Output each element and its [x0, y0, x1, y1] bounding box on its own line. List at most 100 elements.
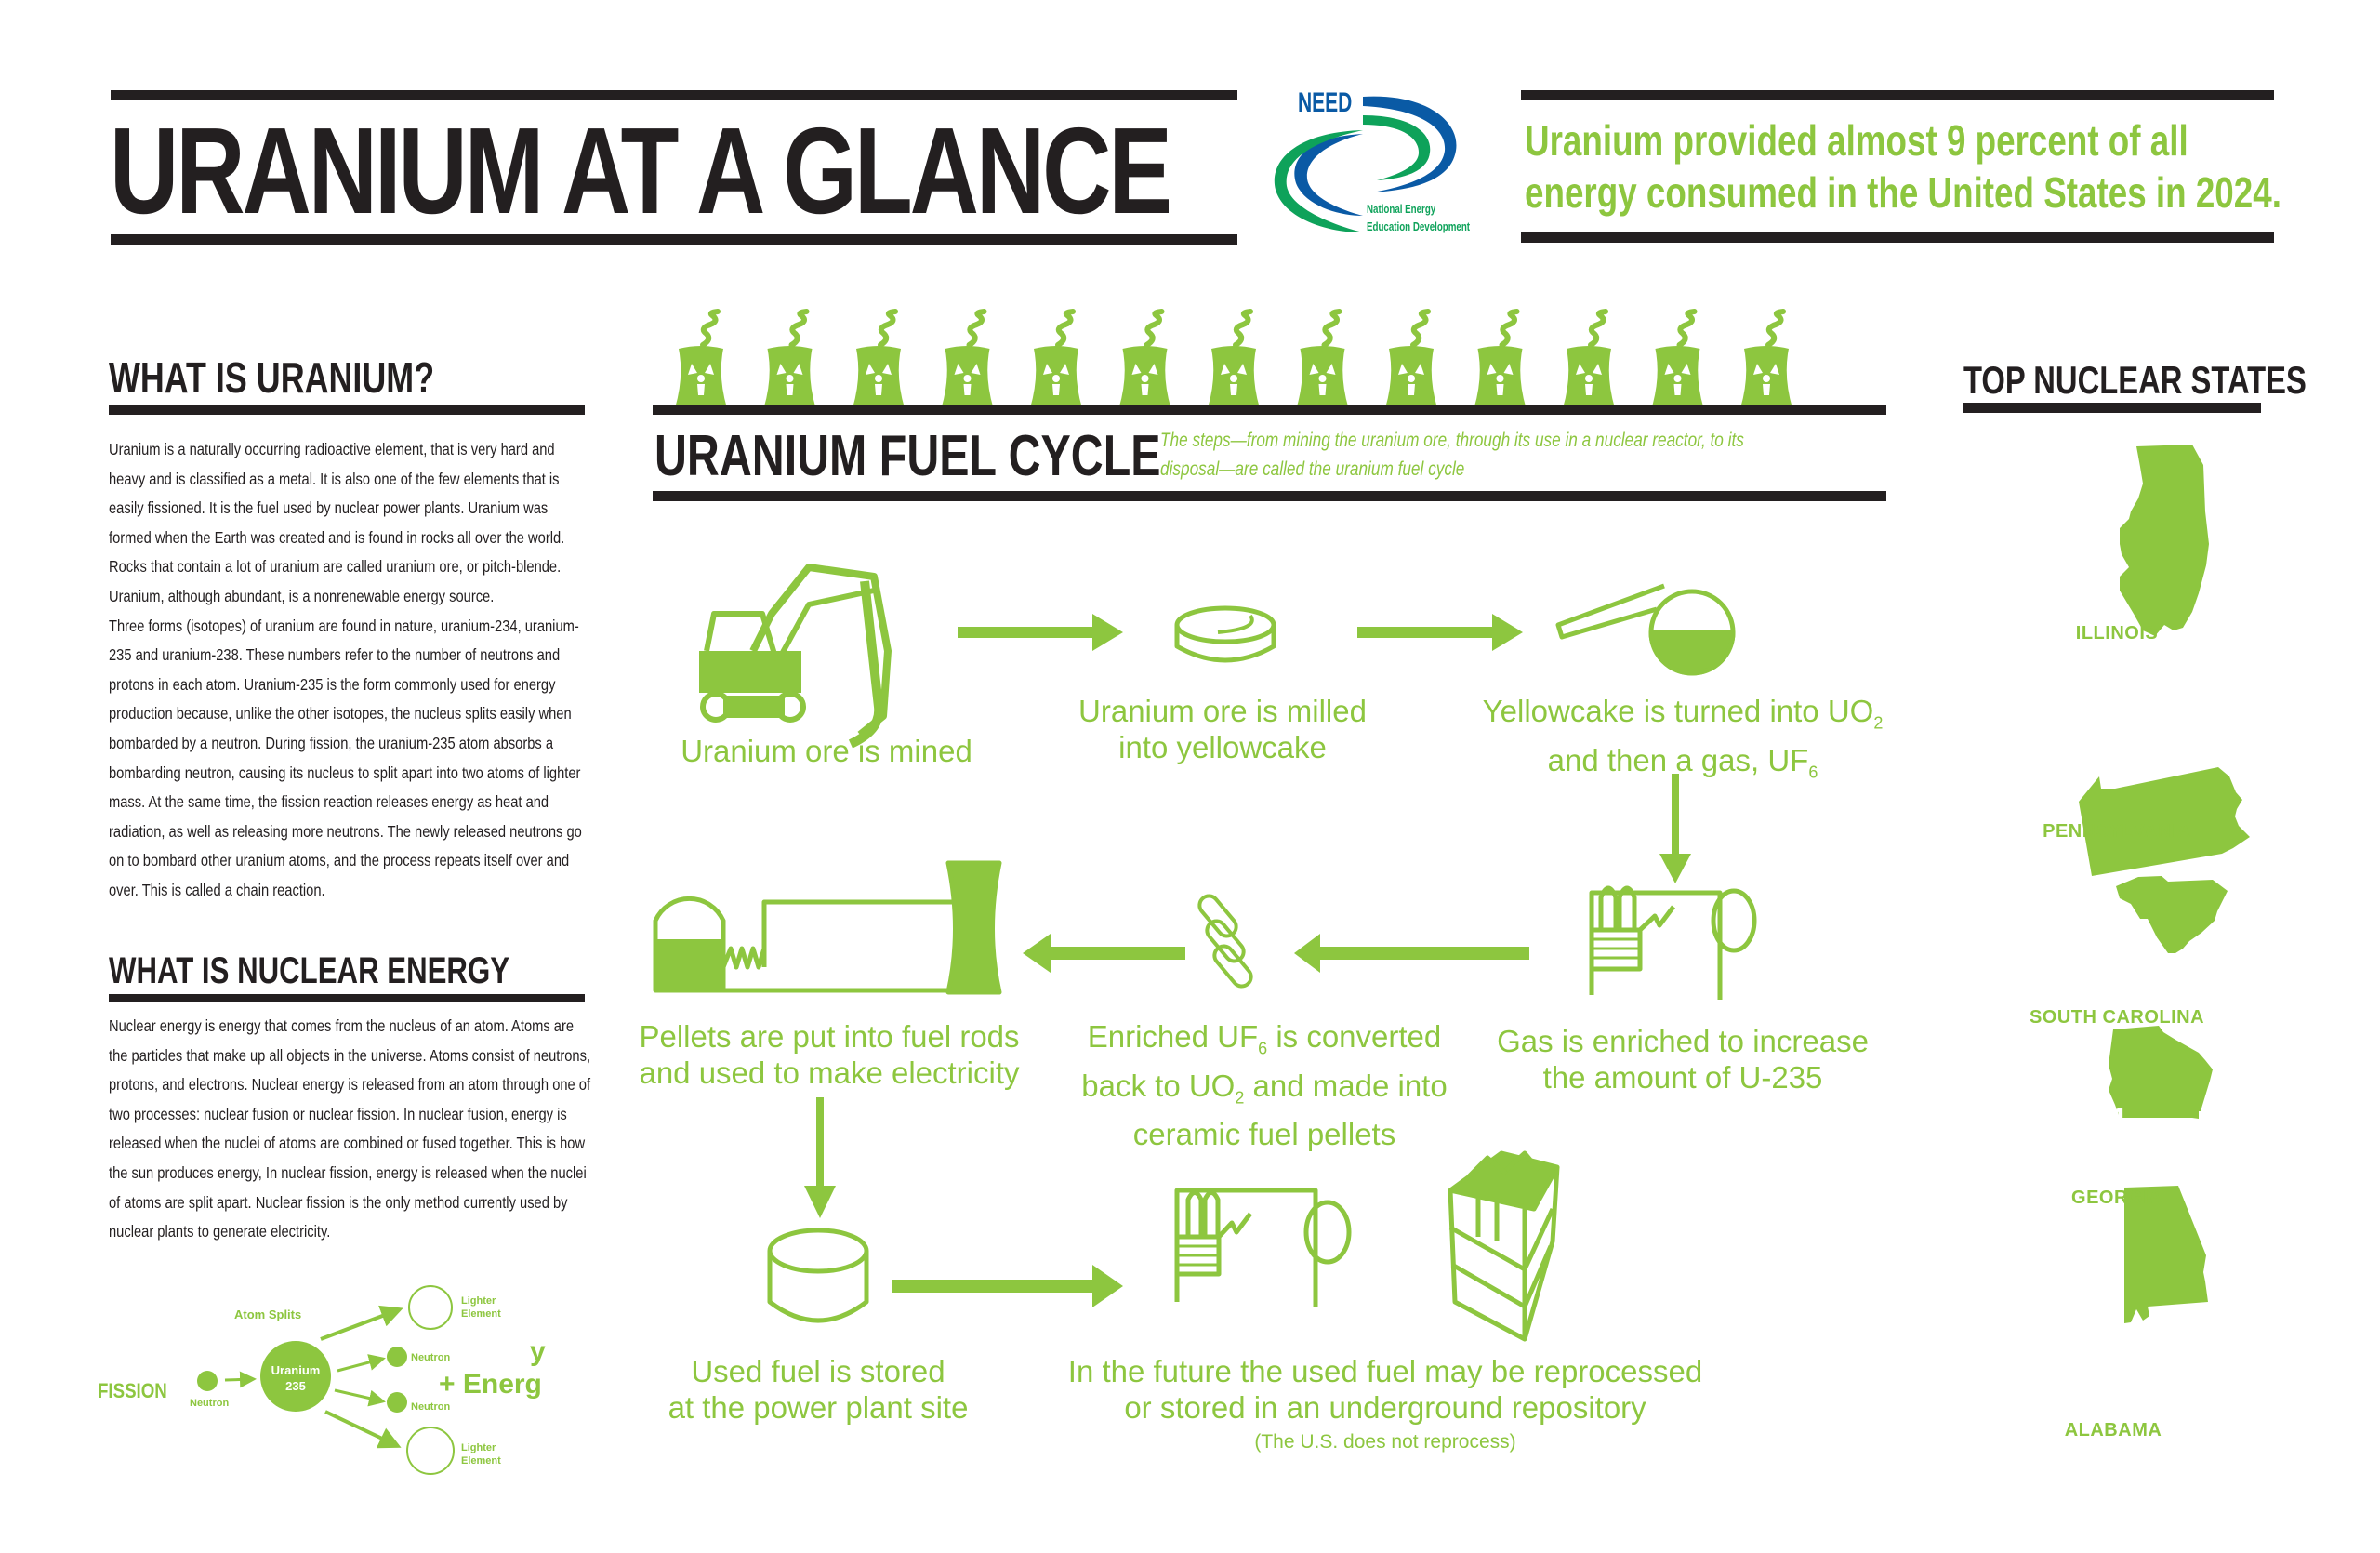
what-is-uranium-rule	[109, 405, 585, 415]
step-2-label: Uranium ore is milled into yellowcake	[1064, 693, 1381, 765]
cooling-tower-icon	[1563, 309, 1615, 408]
step-8-line-1: In the future the used fuel may be repro…	[1067, 1354, 1703, 1388]
step-5-line-1-text: Enriched UF	[1087, 1019, 1259, 1054]
state-pennsylvania: 2	[2024, 721, 2210, 757]
lighter-element-bottom-label-1: Lighter	[461, 1442, 496, 1453]
step-4-label: Gas is enriched to increase the amount o…	[1474, 1023, 1892, 1095]
arrow-enrichment-to-pellets	[1294, 934, 1529, 973]
incoming-neutron-arrow	[224, 1371, 257, 1388]
step-8-label: In the future the used fuel may be repro…	[1060, 1353, 1711, 1459]
lighter-element-bottom-label-2: Element	[461, 1455, 501, 1467]
step-3-line-2: and then a gas, UF6	[1460, 742, 1906, 791]
step-8-note: (The U.S. does not reprocess)	[1254, 1431, 1516, 1453]
cooling-tower-icon	[1030, 309, 1082, 408]
step-1-line-1: Uranium ore is mined	[681, 734, 972, 768]
fuel-cycle-subtitle: The steps—from mining the uranium ore, t…	[1160, 426, 1744, 484]
headline-top-rule	[1521, 90, 2274, 100]
fuel-cycle-top-rule	[653, 405, 1886, 415]
step-5-line-2-tail: and made into	[1244, 1068, 1448, 1103]
georgia-map-icon	[2109, 1026, 2213, 1119]
incoming-neutron-label: Neutron	[190, 1398, 229, 1409]
cooling-tower-row	[653, 309, 1886, 408]
arrow-plant-to-storage	[804, 1097, 836, 1218]
yellowcake-icon	[1174, 605, 1276, 663]
state-rank-1: 1	[2108, 493, 2126, 528]
state-rank-2: 2	[2108, 721, 2126, 756]
step-1-label: Uranium ore is mined	[664, 733, 989, 769]
fuel-cycle-arrows	[804, 614, 1691, 1307]
step-5-line-2: back to UO2 and made into	[1055, 1068, 1474, 1117]
headline-line-1: Uranium provided almost 9 percent of all	[1525, 116, 2188, 165]
what-is-uranium-text: Uranium is a naturally occurring radioac…	[109, 435, 593, 906]
lighter-element-top-icon	[408, 1285, 453, 1330]
state-rank-5: 5	[2104, 1260, 2122, 1295]
top-states-maps	[2079, 445, 2250, 1323]
outgoing-neutron-2-label: Neutron	[411, 1401, 450, 1413]
state-name-alabama: ALABAMA	[2064, 1420, 2162, 1440]
header-bottom-rule	[111, 234, 1237, 245]
step-5-line-1-subscript: 6	[1258, 1039, 1268, 1058]
what-is-uranium-heading: WHAT IS URANIUM?	[109, 353, 435, 402]
fuel-cycle-subtitle-line-2: disposal—are called the uranium fuel cyc…	[1160, 458, 1465, 480]
top-states-heading: TOP NUCLEAR STATES	[1964, 358, 2307, 402]
top-states-rule	[1964, 403, 2261, 413]
energy-label-tail: y	[530, 1336, 546, 1367]
step-3-line-1-subscript: 2	[1873, 713, 1884, 733]
reprocessing-plant-icon	[1174, 1188, 1352, 1307]
excavator-icon	[699, 564, 892, 749]
state-rank-4: 4	[2108, 1102, 2126, 1137]
illinois-map-icon	[2120, 445, 2209, 636]
uranium-atom-number: 235	[285, 1379, 306, 1393]
uranium-paragraph-2: Three forms (isotopes) of uranium are fo…	[109, 616, 582, 899]
step-7-line-1: Used fuel is stored	[691, 1354, 945, 1388]
cooling-tower-icon	[675, 309, 727, 408]
step-3-line-1-text: Yellowcake is turned into UO	[1482, 694, 1874, 728]
cooling-tower-icon	[1118, 309, 1171, 408]
outgoing-neutron-1-icon	[387, 1347, 407, 1367]
outgoing-neutron-1-label: Neutron	[411, 1352, 450, 1363]
fission-diagram: FISSION Neutron Atom Splits Uranium 235 …	[84, 1265, 604, 1507]
arrow-pellets-to-plant	[1023, 934, 1185, 973]
fuel-cycle-bottom-rule	[653, 491, 1886, 501]
need-swirl-icon	[1274, 96, 1457, 232]
cooling-tower-icon	[1474, 309, 1527, 408]
step-3-line-2-text: and then a gas, UF	[1547, 742, 1809, 777]
step-2-line-1: Uranium ore is milled	[1078, 694, 1367, 728]
arrow-flask-to-enrichment	[1659, 774, 1691, 883]
step-6-line-1: Pellets are put into fuel rods	[639, 1019, 1020, 1054]
lighter-element-bottom-icon	[406, 1427, 455, 1475]
power-plant-icon	[653, 860, 1002, 995]
step-2-line-2: into yellowcake	[1118, 730, 1327, 764]
need-logo: NEED National Energy Education Developme…	[1270, 86, 1502, 244]
state-georgia: 4	[2024, 1102, 2210, 1138]
repository-icon	[1448, 1150, 1560, 1342]
fuel-cycle-heading: URANIUM FUEL CYCLE	[654, 424, 1161, 488]
atom-splits-label: Atom Splits	[234, 1307, 301, 1321]
cooling-tower-icon	[1296, 309, 1349, 408]
split-arrow-1	[320, 1305, 403, 1341]
enrichment-plant-icon	[1589, 885, 1757, 1000]
step-7-line-2: at the power plant site	[668, 1390, 969, 1425]
flask-icon	[1555, 583, 1736, 676]
state-name-south-carolina: SOUTH CAROLINA	[2029, 1007, 2205, 1028]
step-6-label: Pellets are put into fuel rods and used …	[634, 1018, 1025, 1091]
state-name-georgia: GEORGIA	[2071, 1188, 2162, 1208]
step-5-line-3: ceramic fuel pellets	[1132, 1117, 1396, 1152]
state-name-pennsylvania: PENNSYLVANIA	[2043, 821, 2191, 842]
cooling-tower-icon	[1651, 309, 1704, 408]
arrow-milled-to-flask	[1357, 614, 1523, 651]
state-illinois: 1	[2024, 493, 2210, 529]
need-logo-line1: National Energy	[1367, 202, 1436, 216]
cooling-tower-icon	[1208, 309, 1260, 408]
state-rank-3: 3	[2108, 902, 2126, 937]
header-top-rule	[111, 90, 1237, 100]
state-alabama: 5	[2020, 1260, 2206, 1296]
split-arrow-4	[324, 1410, 402, 1449]
headline-bottom-rule	[1521, 232, 2274, 243]
pennsylvania-map-icon	[2079, 767, 2250, 876]
lighter-element-top-label-1: Lighter	[461, 1295, 496, 1307]
step-3-label: Yellowcake is turned into UO2 and then a…	[1460, 693, 1906, 790]
outgoing-neutron-2-icon	[387, 1392, 407, 1413]
arrow-mined-to-milled	[958, 614, 1123, 651]
fission-label: FISSION	[98, 1381, 167, 1403]
